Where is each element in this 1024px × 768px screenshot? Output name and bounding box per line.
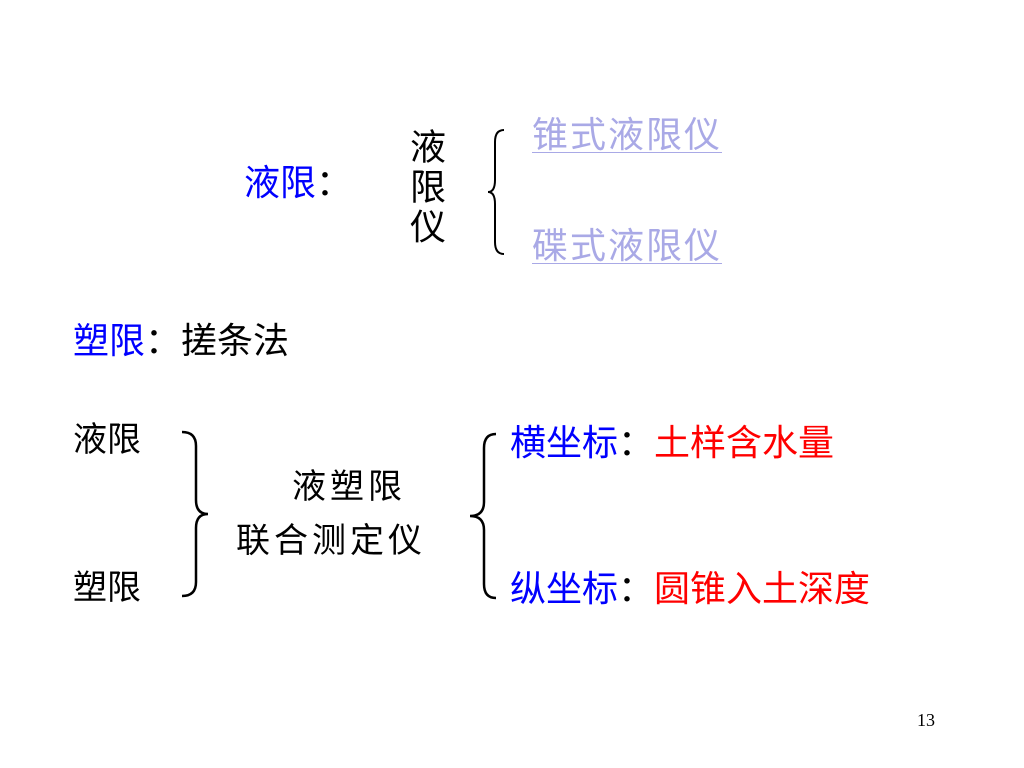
y-axis-value: 圆锥入土深度 xyxy=(654,569,871,610)
y-axis-colon: ： xyxy=(618,569,655,610)
combined-left-liquid-limit: 液限 xyxy=(73,420,141,460)
plastic-limit-heading: 塑限：搓条法 xyxy=(73,324,289,360)
liquid-limit-colon: ： xyxy=(316,163,353,204)
plastic-limit-colon: ： xyxy=(145,321,182,362)
liquid-limit-label: 液限 xyxy=(244,163,317,204)
x-axis-row: 横坐标：土样含水量 xyxy=(510,426,834,462)
liquid-limit-heading: 液限： xyxy=(244,166,352,202)
dish-liquid-limit-device-link[interactable]: 碟式液限仪 xyxy=(532,226,723,267)
x-axis-value: 土样含水量 xyxy=(654,423,835,464)
liquid-limit-brace xyxy=(487,129,505,255)
y-axis-label: 纵坐标 xyxy=(510,569,619,610)
right-opening-brace xyxy=(469,432,497,600)
page-number: 13 xyxy=(917,710,935,730)
plastic-limit-label: 塑限 xyxy=(73,321,146,362)
combined-device-line1: 液塑限 xyxy=(292,467,406,507)
y-axis-row: 纵坐标：圆锥入土深度 xyxy=(510,572,870,608)
combined-left-plastic-limit: 塑限 xyxy=(73,568,141,608)
combined-device-line2: 联合测定仪 xyxy=(236,521,426,561)
plastic-limit-method: 搓条法 xyxy=(181,321,290,362)
x-axis-colon: ： xyxy=(618,423,655,464)
liquid-limit-device-vertical: 液限仪 xyxy=(404,128,445,248)
left-closing-brace xyxy=(181,430,209,598)
cone-liquid-limit-device-link[interactable]: 锥式液限仪 xyxy=(532,115,723,156)
x-axis-label: 横坐标 xyxy=(510,423,619,464)
